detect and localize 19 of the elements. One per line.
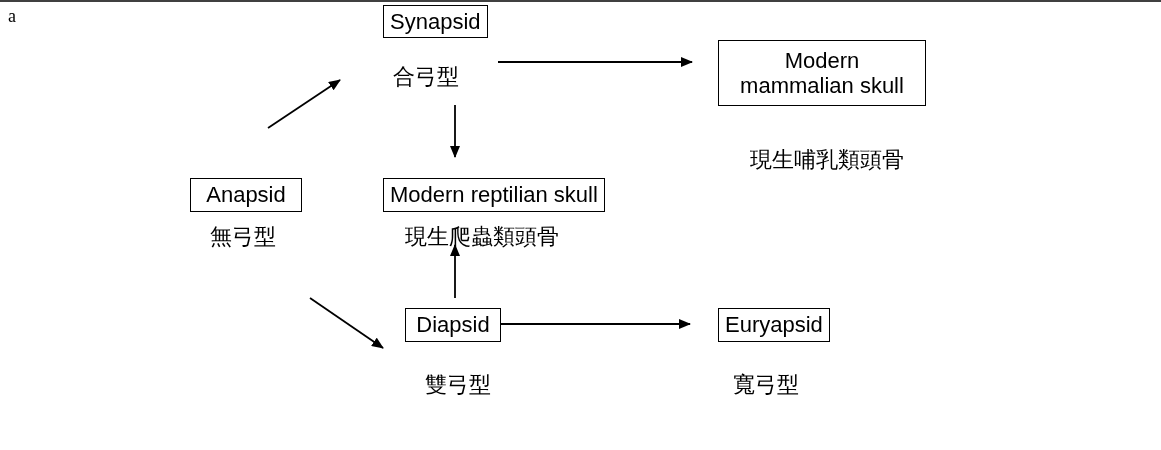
label-box: Modern mammalian skull <box>718 40 926 106</box>
arrow <box>267 79 341 129</box>
arrow <box>497 57 693 67</box>
arrow <box>309 297 384 349</box>
node-label: 雙弓型 <box>425 371 491 399</box>
label-box: Euryapsid <box>718 308 830 342</box>
arrow <box>450 104 460 158</box>
node-label: 合弓型 <box>393 63 459 91</box>
node-label: 現生爬蟲類頭骨 <box>405 223 559 251</box>
label-box: Diapsid <box>405 308 501 342</box>
label-box: Synapsid <box>383 5 488 38</box>
arrow <box>499 319 691 329</box>
arrow <box>450 244 460 299</box>
node-label: 無弓型 <box>210 223 276 251</box>
label-box: Modern reptilian skull <box>383 178 605 212</box>
panel-letter: a <box>8 6 16 27</box>
node-label: 現生哺乳類頭骨 <box>750 146 904 174</box>
label-box: Anapsid <box>190 178 302 212</box>
node-label: 寬弓型 <box>733 371 799 399</box>
